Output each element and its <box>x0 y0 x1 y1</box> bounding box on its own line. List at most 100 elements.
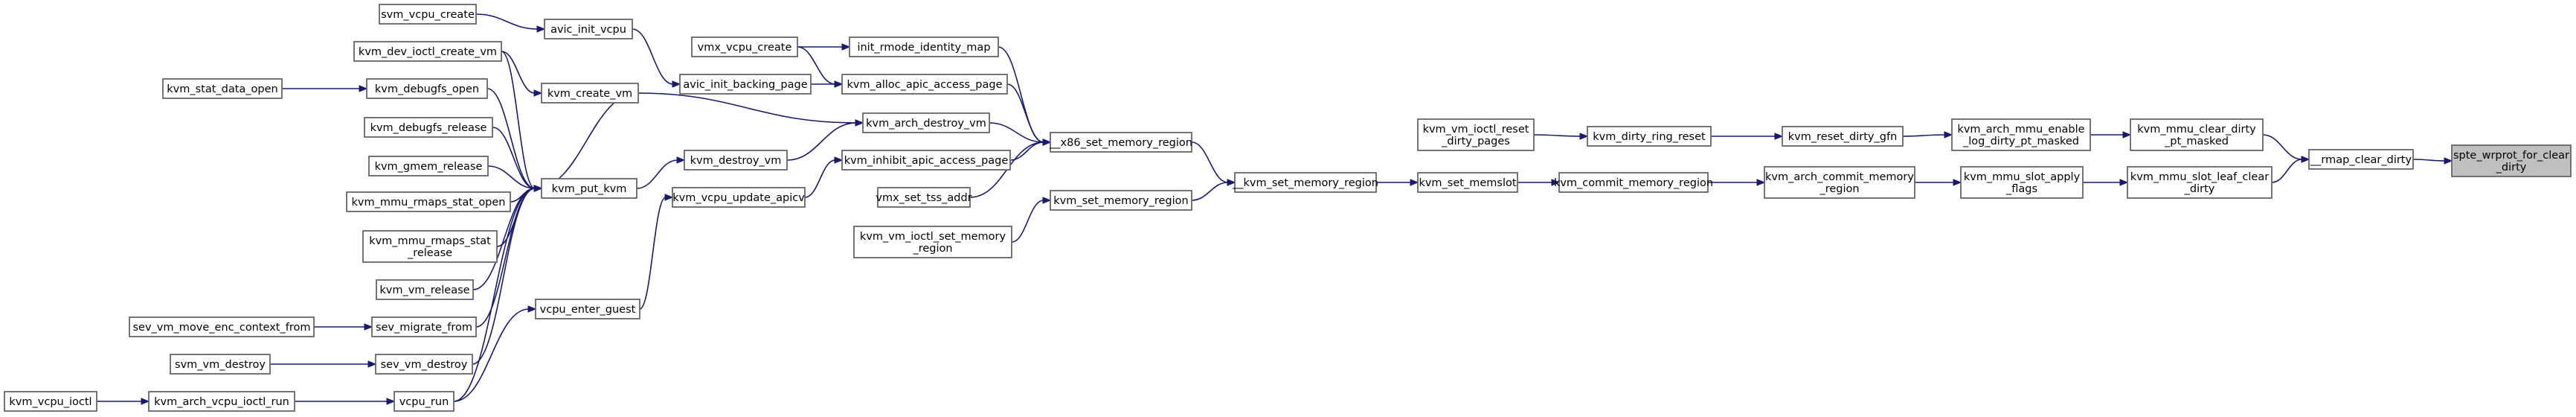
arrowhead-icon <box>1756 179 1766 186</box>
edge-line <box>1191 182 1229 201</box>
node-label: kvm_vcpu_update_apicv <box>672 192 805 204</box>
node-box <box>379 4 477 25</box>
node-kvm-debugfs-open[interactable]: kvm_debugfs_open <box>366 78 488 99</box>
node-svm-vm-destroy[interactable]: svm_vm_destroy <box>170 354 271 375</box>
node-label: kvm_dirty_ring_reset <box>1593 131 1706 143</box>
edge-init-rmode-identity-map-to-x86-set-memory-region <box>998 46 1052 146</box>
node-label: sev_vm_move_enc_context_from <box>133 322 311 334</box>
node-sev-vm-move-enc-context-from[interactable]: sev_vm_move_enc_context_from <box>129 316 315 337</box>
edge-vcpu-run-to-vcpu-enter-guest <box>453 305 537 402</box>
node-init-rmode-identity-map[interactable]: init_rmode_identity_map <box>849 36 999 57</box>
edge-kvm-vm-ioctl-set-memory-region-to-kvm-set-memory-region <box>1011 197 1052 243</box>
node-rmap-clear-dirty[interactable]: __rmap_clear_dirty <box>2308 149 2414 170</box>
node-spte-wrprot-for-clear-dirty[interactable]: spte_wrprot_for_clear_dirty <box>2451 144 2572 177</box>
arrowhead-icon <box>2301 156 2310 163</box>
node-label: kvm_stat_data_open <box>167 83 278 95</box>
node-label: svm_vm_destroy <box>175 359 266 371</box>
node-kvm-set-memory-region[interactable]: kvm_set_memory_region <box>1050 190 1192 211</box>
node-kvm-arch-vcpu-ioctl-run[interactable]: kvm_arch_vcpu_ioctl_run <box>148 391 295 412</box>
node-svm-vcpu-create[interactable]: svm_vcpu_create <box>379 4 477 25</box>
call-edges <box>96 13 2453 405</box>
node-kvm-dev-ioctl-create-vm[interactable]: kvm_dev_ioctl_create_vm <box>353 41 502 62</box>
edge-line <box>475 13 539 30</box>
arrowhead-icon <box>2444 157 2453 165</box>
node-label: sev_vm_destroy <box>381 359 468 371</box>
node-box <box>362 230 498 263</box>
arrowhead-icon <box>834 80 844 88</box>
node-kvm-vm-release[interactable]: kvm_vm_release <box>376 279 474 300</box>
node-label: _dirty <box>2496 162 2527 174</box>
node-label: vcpu_run <box>399 396 449 408</box>
arrowhead-icon <box>533 185 543 192</box>
node-vmx-set-tss-addr[interactable]: vmx_set_tss_addr <box>876 187 972 208</box>
node-kvm-mmu-slot-apply-flags[interactable]: kvm_mmu_slot_apply_flags <box>1960 166 2084 199</box>
edge-kvm-mmu-slot-leaf-clear-dirty-to-rmap-clear-dirty <box>2271 156 2310 183</box>
node-sev-migrate-from[interactable]: sev_migrate_from <box>371 316 477 337</box>
node-label: kvm_vm_ioctl_set_memory <box>860 231 1006 243</box>
node-kvm-create-vm[interactable]: kvm_create_vm <box>541 83 639 104</box>
node-kvm-vcpu-ioctl[interactable]: kvm_vcpu_ioctl <box>4 391 97 412</box>
node-kvm-destroy-vm[interactable]: kvm_destroy_vm <box>684 150 788 171</box>
edge-line <box>492 127 536 189</box>
node-kvm-arch-mmu-enable-log-dirty-pt-masked[interactable]: kvm_arch_mmu_enable_log_dirty_pt_masked <box>1951 118 2091 151</box>
node-label: avic_init_backing_page <box>683 79 807 91</box>
edge-rmap-clear-dirty-to-spte-wrprot-for-clear-dirty <box>2412 157 2453 165</box>
node-kvm-alloc-apic-access-page[interactable]: kvm_alloc_apic_access_page <box>841 74 1008 95</box>
node-kvm-inhibit-apic-access-page[interactable]: kvm_inhibit_apic_access_page <box>841 150 1011 171</box>
node-kvm-gmem-release[interactable]: kvm_gmem_release <box>368 156 489 176</box>
node-label: kvm_destroy_vm <box>690 155 782 167</box>
edge-kvm-vcpu-ioctl-to-kvm-arch-vcpu-ioctl-run <box>96 398 150 405</box>
node-box <box>376 279 474 300</box>
node-box <box>853 226 1012 258</box>
node-vmx-vcpu-create[interactable]: vmx_vcpu_create <box>691 36 798 57</box>
edge-kvm-debugfs-open-to-kvm-put-kvm <box>486 88 543 192</box>
arrowhead-icon <box>141 398 150 405</box>
node-kvm-set-memory-region-internal[interactable]: __kvm_set_memory_region <box>1232 172 1378 193</box>
node-label: kvm_vm_ioctl_reset <box>1423 124 1529 136</box>
node-kvm-vcpu-update-apicv[interactable]: kvm_vcpu_update_apicv <box>672 187 806 208</box>
node-avic-init-vcpu[interactable]: avic_init_vcpu <box>544 19 633 39</box>
node-label: kvm_commit_memory_region <box>1554 177 1713 189</box>
arrowhead-icon <box>1579 133 1589 140</box>
node-box <box>1234 172 1377 193</box>
node-box <box>1417 118 1535 151</box>
node-avic-init-backing-page[interactable]: avic_init_backing_page <box>679 74 812 95</box>
node-box <box>544 19 633 39</box>
node-box <box>541 83 639 104</box>
edge-kvm-put-kvm-to-kvm-destroy-vm <box>636 156 686 189</box>
node-box <box>129 316 315 337</box>
edge-line <box>534 92 639 189</box>
edge-line <box>786 122 857 161</box>
node-box <box>1782 126 1904 147</box>
node-box <box>862 112 990 133</box>
node-label: kvm_dev_ioctl_create_vm <box>359 46 497 58</box>
node-kvm-mmu-rmaps-stat-release[interactable]: kvm_mmu_rmaps_stat_release <box>362 230 498 263</box>
edge-line <box>1006 83 1044 143</box>
node-kvm-arch-destroy-vm[interactable]: kvm_arch_destroy_vm <box>862 112 990 133</box>
node-vcpu-run[interactable]: vcpu_run <box>394 391 455 412</box>
node-kvm-dirty-ring-reset[interactable]: kvm_dirty_ring_reset <box>1587 126 1712 147</box>
node-box <box>170 354 271 375</box>
node-kvm-put-kvm[interactable]: kvm_put_kvm <box>541 178 637 199</box>
node-label: kvm_inhibit_apic_access_page <box>844 155 1009 167</box>
node-kvm-reset-dirty-gfn[interactable]: kvm_reset_dirty_gfn <box>1782 126 1904 147</box>
node-x86-set-memory-region[interactable]: __x86_set_memory_region <box>1049 132 1192 153</box>
edge-line <box>1191 141 1229 183</box>
node-kvm-mmu-slot-leaf-clear-dirty[interactable]: kvm_mmu_slot_leaf_clear_dirty <box>2127 166 2273 199</box>
node-sev-vm-destroy[interactable]: sev_vm_destroy <box>375 354 473 375</box>
node-kvm-commit-memory-region[interactable]: kvm_commit_memory_region <box>1554 172 1713 193</box>
node-kvm-mmu-clear-dirty-pt-masked[interactable]: kvm_mmu_clear_dirty_pt_masked <box>2130 118 2264 151</box>
node-kvm-set-memslot[interactable]: kvm_set_memslot <box>1417 172 1518 193</box>
node-box <box>684 150 788 171</box>
node-kvm-debugfs-release[interactable]: kvm_debugfs_release <box>364 117 493 138</box>
node-kvm-arch-commit-memory-region[interactable]: kvm_arch_commit_memory_region <box>1764 166 1915 199</box>
node-kvm-stat-data-open[interactable]: kvm_stat_data_open <box>162 78 283 99</box>
node-kvm-vm-ioctl-reset-dirty-pages[interactable]: kvm_vm_ioctl_reset_dirty_pages <box>1417 118 1535 151</box>
node-kvm-vm-ioctl-set-memory-region[interactable]: kvm_vm_ioctl_set_memory_region <box>853 226 1012 258</box>
node-kvm-mmu-rmaps-stat-open[interactable]: kvm_mmu_rmaps_stat_open <box>346 191 511 212</box>
node-box <box>1050 190 1192 211</box>
node-box <box>841 150 1011 171</box>
edge-kvm-set-memory-region-internal-to-kvm-set-memslot <box>1376 179 1419 186</box>
node-box <box>679 74 812 95</box>
node-vcpu-enter-guest[interactable]: vcpu_enter_guest <box>535 299 640 319</box>
